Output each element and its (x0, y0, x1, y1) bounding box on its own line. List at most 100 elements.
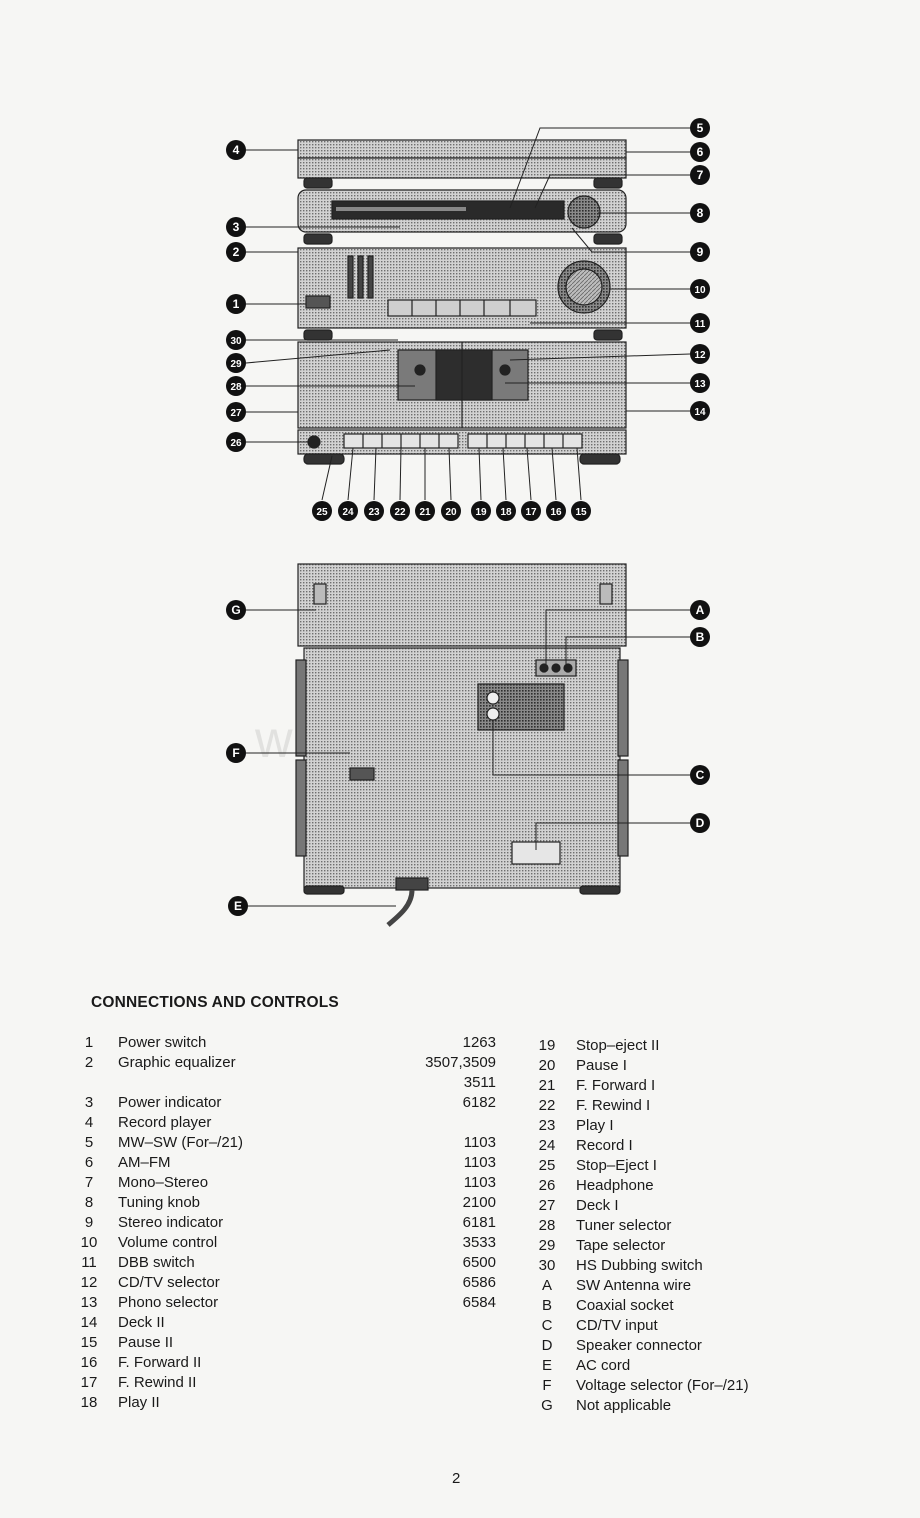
legend-num: 21 (538, 1077, 556, 1094)
legend-part: 6500 (462, 1254, 496, 1271)
legend-row: 15 Pause II (76, 1333, 496, 1353)
callout-circle (690, 813, 710, 833)
callout-circle (415, 501, 435, 521)
callout-label: 24 (342, 507, 354, 518)
legend-label: SW Antenna wire (576, 1277, 692, 1294)
rear-top-panel (297, 563, 627, 647)
callout-label: 6 (697, 145, 704, 159)
legend-label: Record I (576, 1137, 633, 1154)
callout-13: 13 (690, 373, 710, 393)
callout-circle (226, 432, 246, 452)
legend-label: Volume control (118, 1234, 218, 1251)
callout-label: D (696, 816, 705, 830)
legend-label: Voltage selector (For–/21) (576, 1377, 749, 1394)
tuning-knob[interactable] (567, 195, 601, 229)
legend-row: 23 Play I (534, 1116, 920, 1136)
callout-12: 12 (690, 344, 710, 364)
callout-17: 17 (521, 501, 541, 521)
callout-circle (226, 294, 246, 314)
callout-e: E (228, 896, 248, 916)
legend-num: 20 (538, 1057, 556, 1074)
callout-15: 15 (571, 501, 591, 521)
legend-row: 26Headphone1258 (534, 1176, 920, 1196)
callout-label: 9 (697, 245, 704, 259)
callout-label: 3 (233, 220, 240, 234)
legend-num: 9 (84, 1214, 94, 1231)
legend-label: DBB switch (118, 1254, 195, 1271)
legend-part: 1103 (463, 1154, 496, 1171)
legend-label: MW–SW (For–/21) (118, 1134, 244, 1151)
callout-label: 4 (233, 143, 240, 157)
callout-label: 13 (694, 379, 706, 390)
legend-num: 12 (80, 1274, 98, 1291)
callout-label: 1 (233, 297, 240, 311)
legend-label: Power indicator (118, 1094, 222, 1111)
callout-9: 9 (690, 242, 710, 262)
callout-circle (441, 501, 461, 521)
callout-circle (690, 313, 710, 333)
callout-21: 21 (415, 501, 435, 521)
callout-27: 27 (226, 402, 246, 422)
callout-circle (690, 242, 710, 262)
voltage-selector-switch[interactable] (349, 767, 375, 781)
legend-num: 25 (538, 1157, 556, 1174)
legend-label: CD/TV selector (118, 1274, 220, 1291)
callout-label: 12 (694, 350, 706, 361)
callout-circle (690, 373, 710, 393)
graphic-equalizer[interactable] (347, 255, 374, 299)
legend-num: 13 (80, 1294, 98, 1311)
page-number: 2 (452, 1470, 461, 1487)
callout-circle (690, 279, 710, 299)
callout-label: 21 (419, 507, 431, 518)
legend-label: Play II (118, 1394, 160, 1411)
legend-num: 23 (538, 1117, 556, 1134)
power-switch[interactable] (305, 295, 331, 309)
headphone-jack[interactable] (307, 435, 321, 449)
legend-num: 19 (538, 1037, 556, 1054)
legend-part: 2100 (462, 1194, 496, 1211)
callout-label: 2 (233, 245, 240, 259)
callout-24: 24 (338, 501, 358, 521)
legend-part: 6181 (462, 1214, 496, 1231)
callout-label: B (696, 630, 705, 644)
legend-num: 30 (538, 1257, 556, 1274)
legend-num: 3 (84, 1094, 94, 1111)
legend-num: 16 (80, 1354, 98, 1371)
callout-label: A (696, 603, 705, 617)
legend-row: 3511 (76, 1073, 496, 1093)
callout-circle (690, 203, 710, 223)
legend-num: 7 (84, 1174, 94, 1191)
legend-label: Speaker connector (576, 1337, 702, 1354)
legend-num: D (541, 1337, 553, 1354)
selector-bar[interactable] (387, 299, 537, 317)
legend-part: 1103 (463, 1174, 496, 1191)
legend-label: Pause II (118, 1334, 174, 1351)
rear-view (295, 563, 629, 927)
cd-tv-input-panel[interactable] (477, 683, 565, 731)
callout-label: 14 (694, 407, 706, 418)
legend-num: 15 (80, 1334, 98, 1351)
callout-label: G (231, 603, 240, 617)
legend-label: Play I (576, 1117, 614, 1134)
callout-label: 30 (230, 336, 242, 347)
legend-label: Not applicable (576, 1397, 672, 1414)
legend-num: 14 (80, 1314, 98, 1331)
callout-label: 10 (694, 285, 706, 296)
legend-label: CD/TV input (576, 1317, 658, 1334)
legend-label: Stop–Eject I (576, 1157, 657, 1174)
callout-11: 11 (690, 313, 710, 333)
